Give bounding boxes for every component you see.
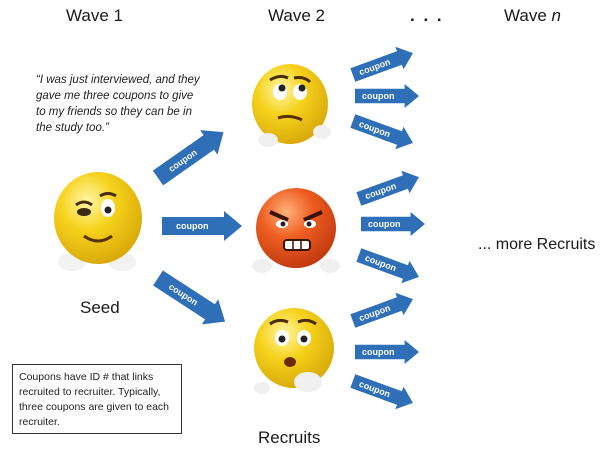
coupon-arrow-seed-to-bottom: coupon xyxy=(149,265,234,335)
coupon-arrow-middle-1: coupon xyxy=(354,165,424,211)
coupon-label: coupon xyxy=(368,219,401,229)
seed-quote: “I was just interviewed, and they gave m… xyxy=(36,74,200,134)
wave-1-header: Wave 1 xyxy=(66,6,124,25)
recruit-worried-face-icon xyxy=(254,308,334,394)
coupon-label: coupon xyxy=(362,91,395,101)
coupon-label: coupon xyxy=(176,221,209,231)
recruit-angry-face-icon xyxy=(252,188,340,273)
coupon-arrow-seed-to-top: coupon xyxy=(149,119,233,191)
coupon-arrow-bottom-1: coupon xyxy=(348,287,418,333)
recruit-skeptical-face-icon xyxy=(252,64,331,147)
coupon-arrow-top-3: coupon xyxy=(348,109,418,155)
coupon-arrow-top-2: coupon xyxy=(355,84,419,108)
wave-n-variable: n xyxy=(551,6,562,25)
coupon-arrow-top-1: coupon xyxy=(348,41,418,87)
coupon-arrow-middle-2: coupon xyxy=(361,212,425,236)
coupon-arrow-bottom-3: coupon xyxy=(348,369,418,415)
coupon-arrow-seed-to-middle: coupon xyxy=(162,211,242,241)
coupon-arrow-bottom-2: coupon xyxy=(355,340,419,364)
coupon-arrow-middle-3: coupon xyxy=(354,243,424,289)
wave-n-prefix: Wave xyxy=(504,6,552,25)
seed-winking-face-icon xyxy=(54,172,142,271)
coupon-label: coupon xyxy=(362,347,395,357)
seed-label: Seed xyxy=(80,298,120,317)
wave-n-header: Wave n xyxy=(504,6,561,26)
more-recruits-label: ... more Recruits xyxy=(478,236,596,253)
wave-2-header: Wave 2 xyxy=(268,6,326,25)
ellipsis-dots: . . . xyxy=(410,6,444,25)
recruits-label: Recruits xyxy=(258,428,321,447)
coupon-note-box: Coupons have ID # that links recruited t… xyxy=(12,364,182,434)
